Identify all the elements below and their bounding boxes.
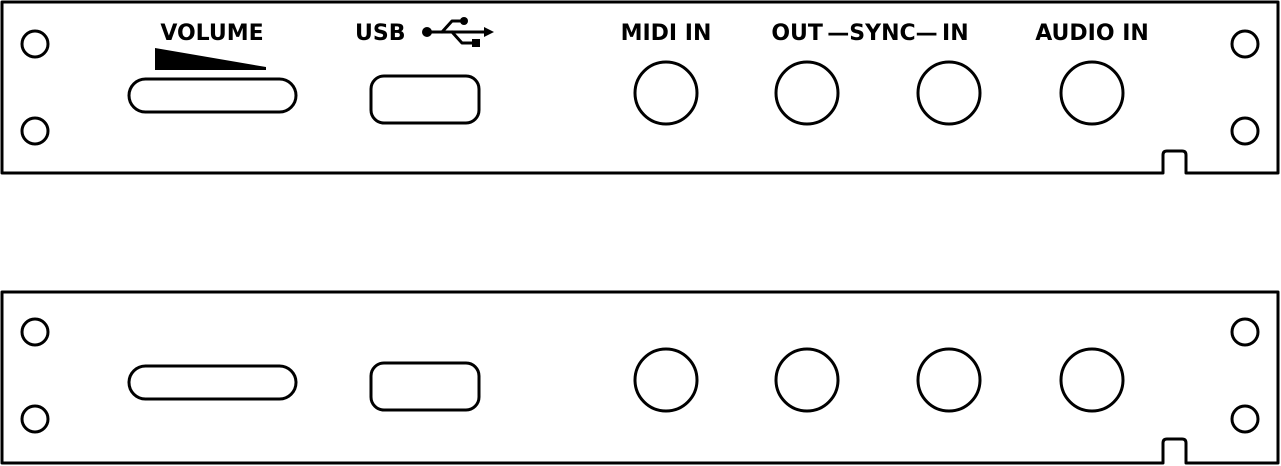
audio-in-jack bbox=[1059, 60, 1125, 126]
midi-in-jack bbox=[633, 347, 699, 413]
mounting-hole bbox=[20, 317, 50, 347]
volume-ramp-icon bbox=[155, 48, 266, 70]
panel-bottom bbox=[0, 290, 1280, 465]
panel-top: VOLUME USB MIDI IN OUT —SYNC— IN AUDIO I… bbox=[0, 0, 1280, 175]
audio-in-label: AUDIO IN bbox=[1035, 21, 1149, 46]
mounting-hole bbox=[20, 404, 50, 434]
mounting-hole bbox=[1230, 404, 1260, 434]
usb-label: USB bbox=[355, 21, 405, 46]
mounting-hole bbox=[20, 116, 50, 146]
usb-icon bbox=[422, 17, 494, 47]
panel-outline bbox=[0, 0, 1280, 175]
usb-port bbox=[369, 74, 481, 125]
volume-slot bbox=[127, 77, 298, 114]
panel-outline bbox=[0, 290, 1280, 465]
sync-label: OUT —SYNC— IN bbox=[771, 21, 968, 46]
sync-in-jack bbox=[916, 60, 982, 126]
midi-in-label: MIDI IN bbox=[621, 21, 712, 46]
sync-out-jack bbox=[774, 347, 840, 413]
volume-slot bbox=[127, 364, 298, 401]
midi-in-jack bbox=[633, 60, 699, 126]
audio-in-jack bbox=[1059, 347, 1125, 413]
sync-in-jack bbox=[916, 347, 982, 413]
volume-label: VOLUME bbox=[160, 21, 263, 46]
mounting-hole bbox=[1230, 116, 1260, 146]
mounting-hole bbox=[1230, 317, 1260, 347]
mounting-hole bbox=[1230, 29, 1260, 59]
mounting-hole bbox=[20, 29, 50, 59]
usb-port bbox=[369, 361, 481, 412]
sync-out-jack bbox=[774, 60, 840, 126]
